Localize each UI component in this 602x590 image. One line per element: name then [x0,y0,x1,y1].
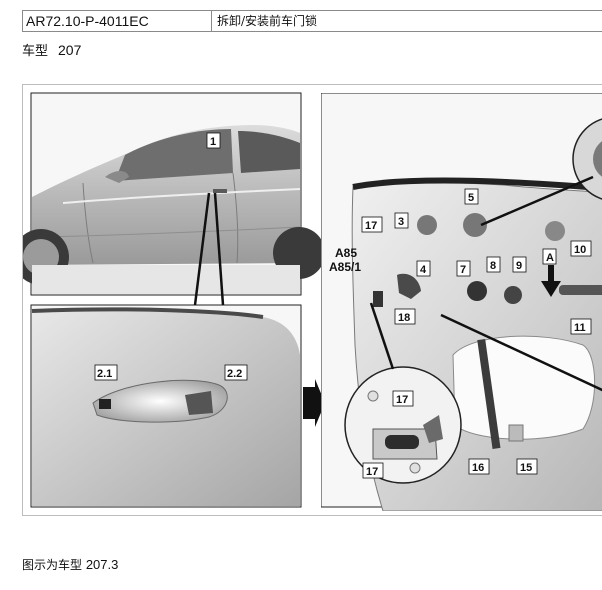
callout-5: 5 [468,192,474,204]
callout-A85: A85 [335,246,357,260]
vehicle-model: 车型 207 [22,40,81,59]
arrow-right-icon [303,379,325,427]
illustration-svg: 1 2.1 2.2 3 4 5 7 8 9 10 11 15 1 [23,92,602,511]
callout-18: 18 [398,312,410,324]
callout-labels: 1 2.1 2.2 3 4 5 7 8 9 10 11 15 1 [94,132,592,479]
illustration-figure: 1 2.1 2.2 3 4 5 7 8 9 10 11 15 1 [22,84,602,516]
callout-A: A [546,252,554,264]
callout-15: 15 [520,462,532,474]
callout-17-detail-top: 17 [396,394,408,406]
vehicle-model-value: 207 [58,42,82,58]
caption-text: 图示为车型 [22,558,86,572]
document-title: 拆卸/安装前车门锁 [217,14,318,28]
car-side-view-panel [23,92,325,296]
callout-2-1: 2.1 [97,368,112,380]
callout-4: 4 [420,264,427,276]
callout-16: 16 [472,462,484,474]
callout-2-2: 2.2 [227,368,242,380]
callout-9: 9 [516,260,522,272]
inner-door-panel [321,93,602,511]
callout-3: 3 [398,216,404,228]
leader-line [213,192,225,306]
document-header: AR72.10-P-4011EC 拆卸/安装前车门锁 [22,10,602,32]
vehicle-model-label: 车型 [22,44,49,59]
callout-17-door: 17 [365,220,377,232]
caption-value: 207.3 [85,557,119,572]
callout-10: 10 [574,244,586,256]
callout-11: 11 [574,322,586,334]
figure-caption: 图示为车型 207.3 [22,556,118,573]
document-code: AR72.10-P-4011EC [22,11,212,31]
callout-1: 1 [210,136,216,148]
callout-A85-1: A85/1 [329,260,361,274]
callout-17-detail-bottom: 17 [366,466,378,478]
door-handle-closeup-panel [30,304,302,508]
callout-8: 8 [490,260,496,272]
callout-7: 7 [460,264,466,276]
leader-line [193,192,211,306]
